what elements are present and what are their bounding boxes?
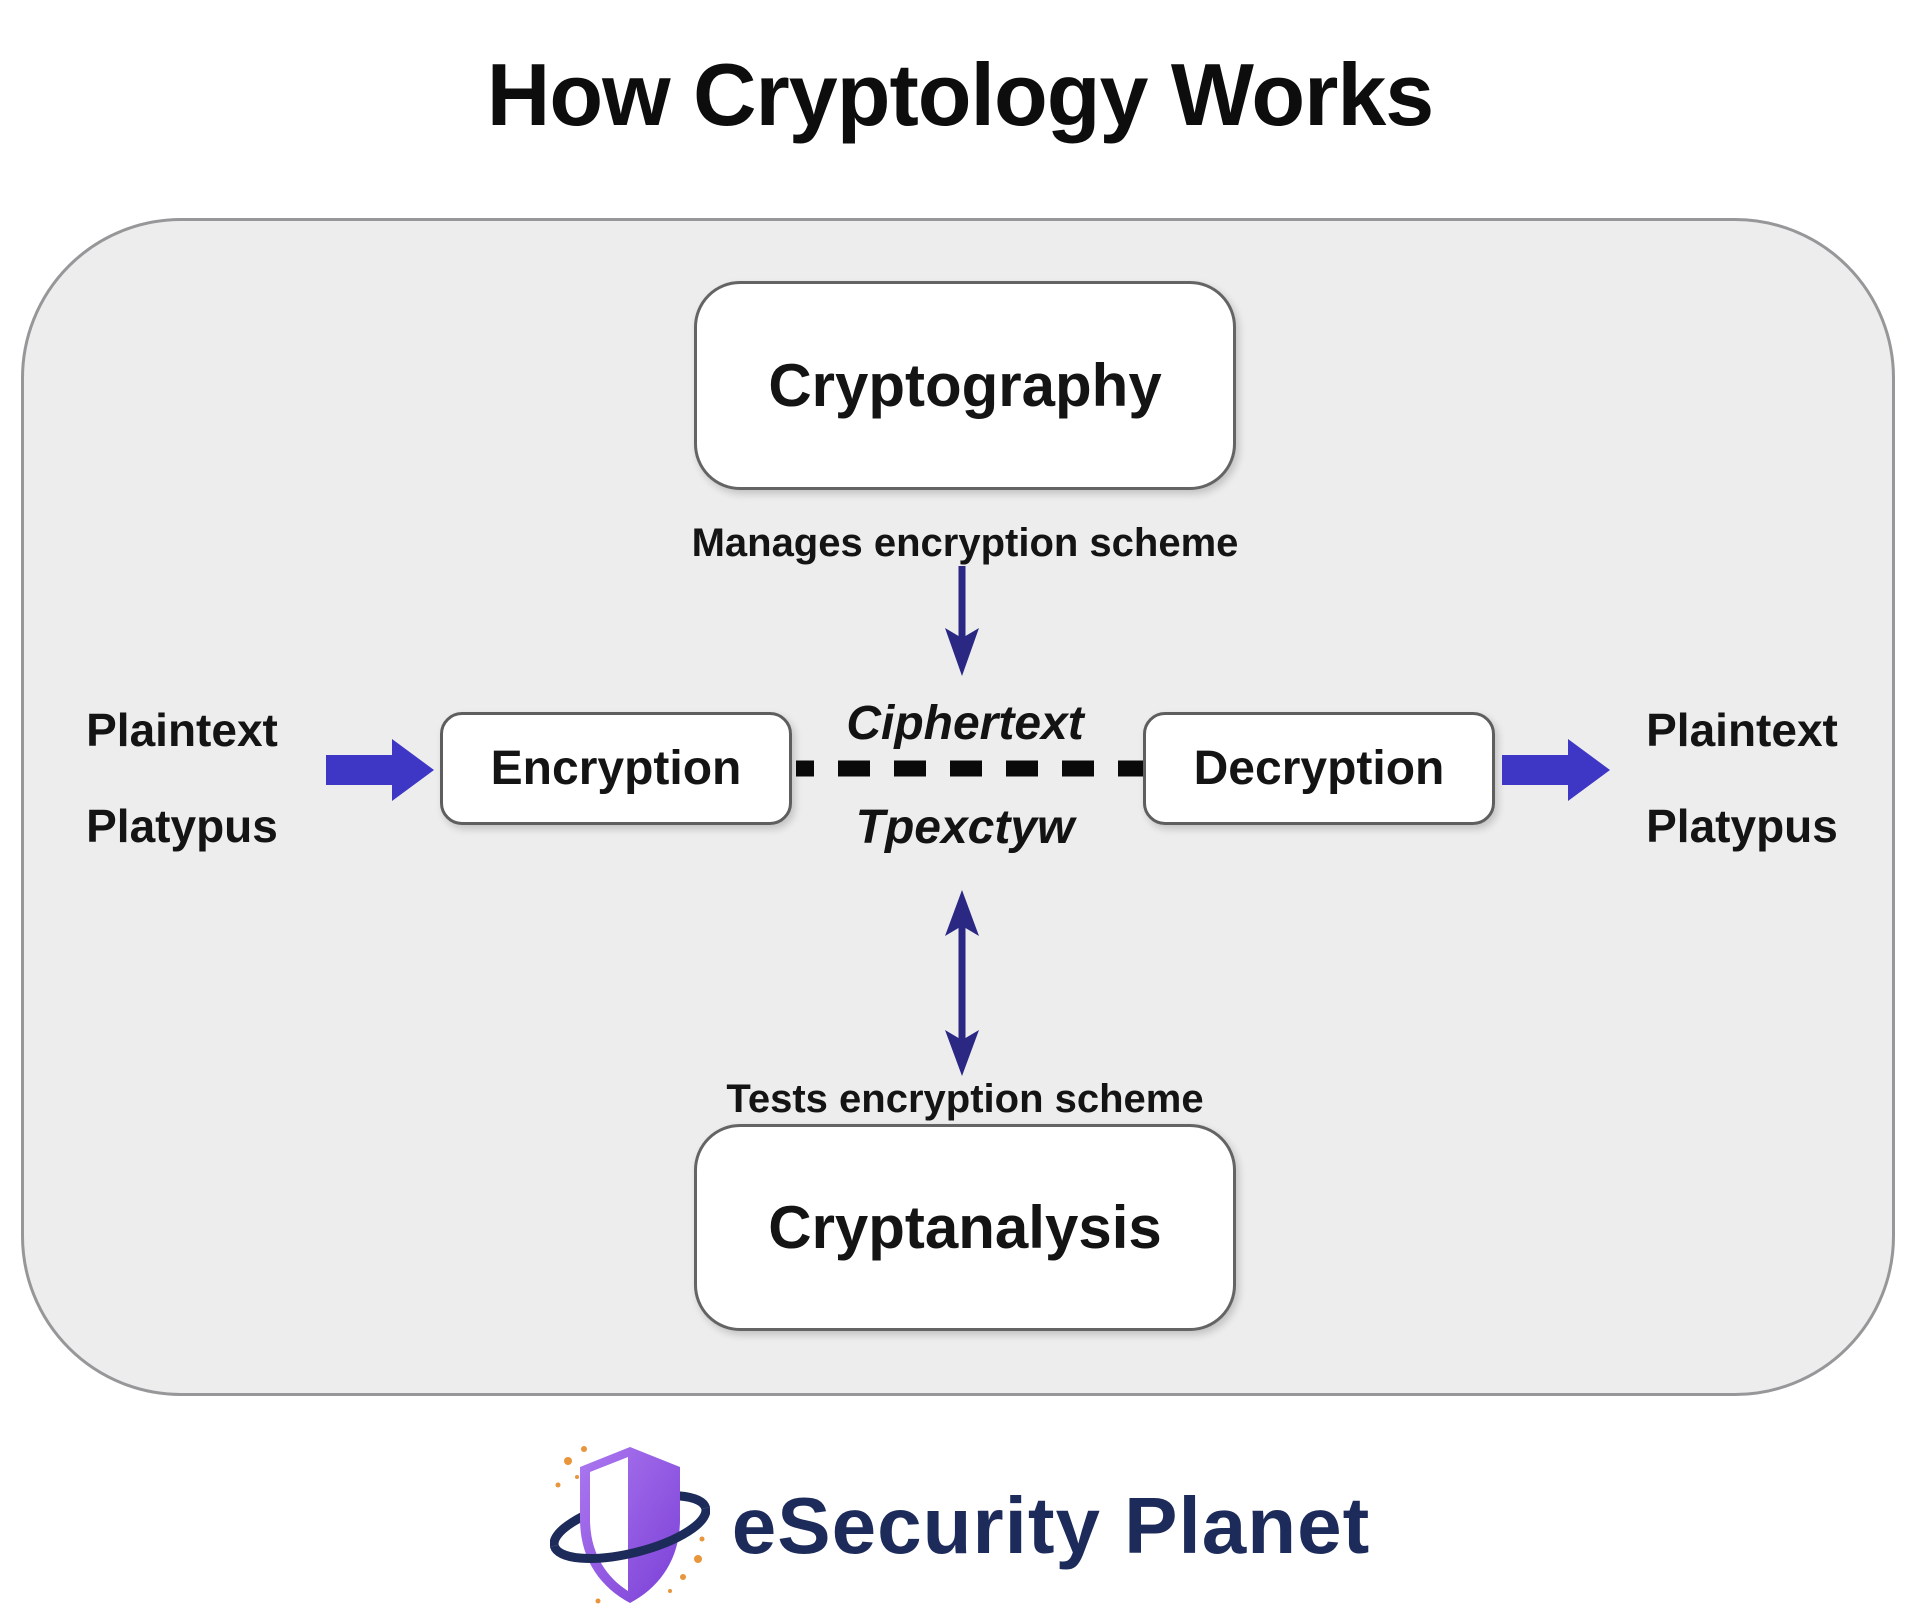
double-arrow-shape [945, 890, 979, 1076]
output-term: Plaintext [1646, 704, 1838, 756]
flow-arrow-left-icon [326, 739, 434, 801]
cryptanalysis-box: Cryptanalysis [694, 1124, 1236, 1331]
output-example: Platypus [1646, 800, 1838, 852]
page-title: How Cryptology Works [486, 45, 1434, 144]
sparkle-dots [555, 1446, 705, 1604]
input-term: Plaintext [86, 704, 278, 756]
encryption-box: Encryption [440, 712, 792, 825]
down-arrow-shape [945, 566, 979, 676]
brand-name: eSecurity Planet [731, 1481, 1371, 1570]
down-arrow-icon [945, 566, 979, 676]
dashed-connector [796, 760, 1144, 777]
orbit-ring-front [549, 1507, 710, 1564]
cryptanalysis-caption: Tests encryption scheme [726, 1077, 1204, 1121]
flow-arrow-right-shape [1502, 739, 1610, 801]
cryptanalysis-label: Cryptanalysis [768, 1194, 1162, 1261]
double-arrow-icon [945, 890, 979, 1076]
brand-shield-icon [549, 1446, 710, 1604]
brand-footer: eSecurity Planet [0, 1438, 1920, 1614]
decryption-label: Decryption [1193, 742, 1445, 795]
cryptography-caption: Manages encryption scheme [691, 521, 1239, 565]
decryption-box: Decryption [1143, 712, 1495, 825]
output-label: Plaintext Platypus [1592, 682, 1892, 874]
flow-arrow-right-icon [1502, 739, 1610, 801]
input-label: Plaintext Platypus [32, 682, 332, 874]
cryptography-label: Cryptography [768, 352, 1162, 419]
input-example: Platypus [86, 800, 278, 852]
flow-arrow-left-shape [326, 739, 434, 801]
cryptography-box: Cryptography [694, 281, 1236, 490]
ciphertext-example: Tpexctyw [855, 801, 1075, 854]
ciphertext-term: Ciphertext [846, 697, 1084, 750]
encryption-label: Encryption [490, 742, 742, 795]
